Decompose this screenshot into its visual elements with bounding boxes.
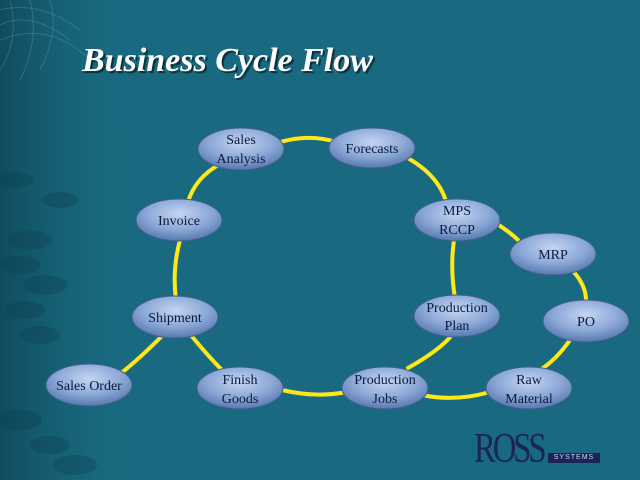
node-finish-goods-line-2: Goods	[222, 392, 259, 407]
node-po-label: PO	[577, 315, 595, 330]
node-po: PO	[542, 299, 630, 343]
connector-finish-goods-production-jobs	[280, 388, 349, 397]
connector-shipment-sales-order	[118, 334, 164, 376]
node-forecasts-label: Forecasts	[346, 142, 399, 157]
connector-po-raw-material	[538, 338, 572, 372]
node-shipment-label: Shipment	[148, 311, 202, 326]
connector-mrp-po	[570, 268, 588, 302]
node-production-jobs: Production Jobs	[341, 366, 429, 410]
node-finish-goods: Finish Goods	[196, 366, 284, 410]
node-shipment: Shipment	[131, 295, 219, 339]
node-raw-material-line-2: Material	[505, 392, 553, 407]
connector-sales-analysis-invoice	[186, 162, 222, 204]
ross-systems-logo: ROSS SYSTEMS	[474, 428, 600, 470]
connector-shipment-finish-goods	[188, 332, 224, 372]
connector-production-plan-mps	[450, 238, 457, 300]
node-sales-order-label: Sales Order	[56, 379, 122, 394]
connectors	[118, 135, 588, 400]
node-invoice: Invoice	[135, 198, 223, 242]
node-production-plan: Production Plan	[413, 294, 501, 338]
page-title: Business Cycle Flow	[82, 42, 373, 79]
logo-word: ROSS	[474, 426, 547, 472]
node-raw-material: Raw Material	[485, 366, 573, 410]
node-raw-material-line-1: Raw	[516, 373, 543, 388]
node-production-plan-line-1: Production	[426, 301, 487, 316]
node-mrp-label: MRP	[538, 248, 568, 263]
node-mps-rccp-line-1: MPS	[443, 204, 471, 219]
node-production-plan-line-2: Plan	[445, 319, 470, 334]
node-sales-analysis: Sales Analysis	[197, 127, 285, 171]
node-production-jobs-line-2: Jobs	[373, 392, 398, 407]
node-mps-rccp: MPS RCCP	[413, 198, 501, 242]
node-sales-order: Sales Order	[45, 363, 133, 407]
node-production-jobs-line-1: Production	[354, 373, 415, 388]
node-mps-rccp-line-2: RCCP	[439, 223, 475, 238]
node-mrp: MRP	[509, 232, 597, 276]
connector-raw-material-production-jobs	[420, 390, 492, 400]
node-invoice-label: Invoice	[158, 214, 200, 229]
node-forecasts: Forecasts	[328, 127, 416, 169]
node-sales-analysis-line-2: Analysis	[217, 152, 266, 167]
node-finish-goods-line-1: Finish	[222, 373, 257, 388]
connector-forecasts-mps	[402, 154, 449, 207]
node-sales-analysis-line-1: Sales	[226, 133, 256, 148]
logo-subtitle: SYSTEMS	[548, 453, 600, 463]
connector-invoice-shipment	[172, 238, 182, 302]
connector-production-jobs-production-plan	[406, 333, 454, 370]
